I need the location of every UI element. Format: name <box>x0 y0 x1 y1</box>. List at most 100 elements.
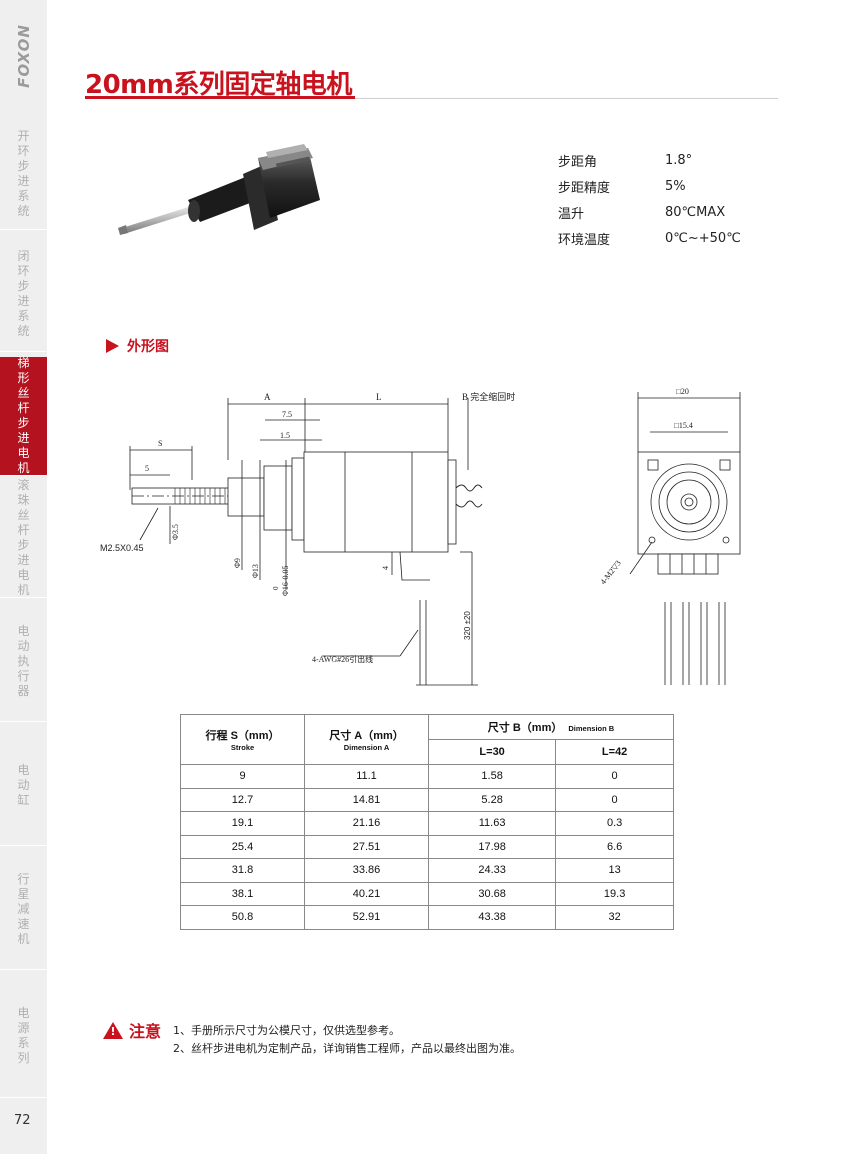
sidebar-item-label: 行星减速机 <box>17 872 30 946</box>
triangle-bullet-icon <box>106 339 119 353</box>
brand-text: FOXON <box>15 24 33 88</box>
header-sublabel: Dimension A <box>343 743 390 752</box>
dim-label-a: A <box>264 392 271 402</box>
header-sublabel: Dimension B <box>568 724 615 733</box>
table-cell: 31.8 <box>180 858 305 883</box>
note-line: 2、丝杆步进电机为定制产品，详询销售工程师，产品以最终出图为准。 <box>173 1042 522 1055</box>
title-divider <box>85 98 778 99</box>
table-cell: 14.81 <box>304 787 429 812</box>
dim-label-sq20: □20 <box>676 387 689 396</box>
header-label: 尺寸 B（mm） <box>487 722 563 734</box>
table-cell: 43.38 <box>427 905 557 930</box>
table-cell: 11.63 <box>427 811 557 836</box>
table-cell: 1.58 <box>427 764 557 789</box>
notes-block: ! 注意 1、手册所示尺寸为公模尺寸，仅供选型参考。 2、丝杆步进电机为定制产品… <box>103 1020 521 1058</box>
outline-drawing-side: A L B 完全缩回时 7.5 1.5 S 5 Φ9 Φ13 0 Φ16-0.0… <box>100 391 515 686</box>
sidebar: FOXON 开环步进系统 闭环步进系统 梯形丝杆步进电机 滚珠丝杆步进电机 电动… <box>0 0 47 1154</box>
brand-logo: FOXON <box>10 16 38 96</box>
dim-label-phi9: Φ9 <box>233 558 242 568</box>
dim-label-7-5: 7.5 <box>282 410 292 419</box>
sidebar-item-closed-loop[interactable]: 闭环步进系统 <box>0 236 47 352</box>
sidebar-item-open-loop[interactable]: 开环步进系统 <box>0 118 47 230</box>
dim-label-4: 4 <box>381 566 390 570</box>
table-cell: 25.4 <box>180 834 305 859</box>
thread-label: M2.5X0.45 <box>100 543 144 553</box>
sidebar-item-planetary-reducer[interactable]: 行星减速机 <box>0 850 47 970</box>
table-cell: 0 <box>555 787 674 812</box>
spec-key: 步距角 <box>558 154 598 170</box>
spec-value: 80℃MAX <box>665 204 726 220</box>
sidebar-item-label: 开环步进系统 <box>17 128 30 218</box>
header-stroke: 行程 S（mm） Stroke <box>180 714 305 765</box>
notes-heading: ! 注意 <box>103 1020 161 1041</box>
table-cell: 38.1 <box>180 881 305 906</box>
sidebar-item-label: 电源系列 <box>17 1005 30 1065</box>
header-l30: L=30 <box>427 739 557 765</box>
table-cell: 0.3 <box>555 811 674 836</box>
spec-key: 环境温度 <box>558 232 611 248</box>
dim-label-5: 5 <box>145 464 149 473</box>
dim-label-phi16: Φ16-0.05 <box>281 565 290 596</box>
header-dimension-a: 尺寸 A（mm） Dimension A <box>304 714 429 765</box>
sidebar-item-label: 电动缸 <box>17 763 30 807</box>
dim-label-phi13: Φ13 <box>251 564 260 578</box>
table-cell: 17.98 <box>427 834 557 859</box>
spec-key: 步距精度 <box>558 180 611 196</box>
header-label: 行程 S（mm） <box>205 730 280 742</box>
table-cell: 30.68 <box>427 881 557 906</box>
sidebar-item-ball-screw[interactable]: 滚珠丝杆步进电机 <box>0 478 47 598</box>
sidebar-item-electric-cylinder[interactable]: 电动缸 <box>0 726 47 846</box>
table-cell: 27.51 <box>304 834 429 859</box>
spec-row: 温升 80℃MAX <box>558 199 741 225</box>
table-cell: 32 <box>555 905 674 930</box>
dim-label-1-5: 1.5 <box>280 431 290 440</box>
table-cell: 5.28 <box>427 787 557 812</box>
dimension-table: 行程 S（mm） Stroke 尺寸 A（mm） Dimension A 尺寸 … <box>180 714 674 930</box>
dim-label-s: S <box>158 439 162 448</box>
table-cell: 24.33 <box>427 858 557 883</box>
section-title: 外形图 <box>127 339 169 355</box>
page-number: 72 <box>14 1113 31 1128</box>
sidebar-item-power-supply[interactable]: 电源系列 <box>0 974 47 1098</box>
table-cell: 9 <box>180 764 305 789</box>
header-label: 尺寸 A（mm） <box>329 730 404 742</box>
spec-key: 温升 <box>558 206 585 222</box>
page-title: 20mm系列固定轴电机 <box>85 70 352 100</box>
sidebar-item-trapezoidal-screw[interactable]: 梯形丝杆步进电机 <box>0 356 47 476</box>
table-cell: 40.21 <box>304 881 429 906</box>
outline-drawing-front: □20 □15.4 4-M2▽3 <box>598 387 741 685</box>
dim-label-b: B 完全缩回时 <box>462 391 515 402</box>
table-cell: 52.91 <box>304 905 429 930</box>
sidebar-item-electric-actuator[interactable]: 电动执行器 <box>0 602 47 722</box>
table-cell: 12.7 <box>180 787 305 812</box>
table-cell: 50.8 <box>180 905 305 930</box>
dim-label-tolerance: 0 <box>272 586 280 590</box>
table-cell: 11.1 <box>304 764 429 789</box>
table-cell: 13 <box>555 858 674 883</box>
dim-label-sq15-4: □15.4 <box>674 421 693 430</box>
wire-label: 4-AWG#26引出线 <box>312 654 373 664</box>
dim-label-phi3-5: Φ3.5 <box>171 524 180 540</box>
spec-value: 5% <box>665 178 686 194</box>
table-cell: 19.3 <box>555 881 674 906</box>
dim-label-l: L <box>376 392 382 402</box>
table-cell: 21.16 <box>304 811 429 836</box>
table-cell: 0 <box>555 764 674 789</box>
header-dimension-b: 尺寸 B（mm） Dimension B <box>428 714 674 740</box>
table-cell: 19.1 <box>180 811 305 836</box>
sidebar-item-label: 电动执行器 <box>17 624 30 698</box>
product-photo <box>118 144 320 235</box>
warning-icon: ! <box>103 1021 123 1039</box>
sidebar-item-label: 闭环步进系统 <box>17 248 30 338</box>
note-line: 1、手册所示尺寸为公模尺寸，仅供选型参考。 <box>173 1024 401 1037</box>
